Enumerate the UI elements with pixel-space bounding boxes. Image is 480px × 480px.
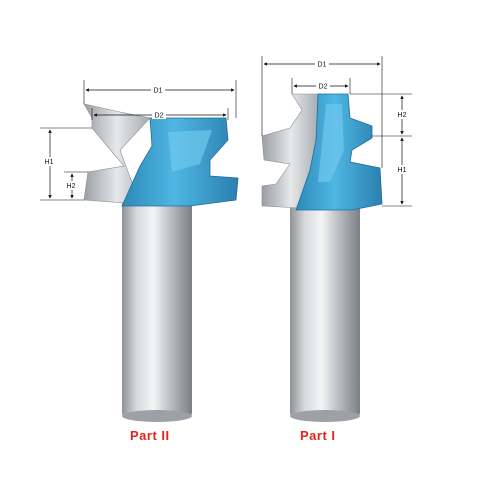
right-h1-label: H1 <box>398 167 407 174</box>
right-d2-label: D2 <box>319 84 328 91</box>
right-part-label: Part I <box>300 428 336 443</box>
left-blue-highlight <box>168 130 212 172</box>
right-shank <box>290 200 360 416</box>
right-router-bit <box>261 93 383 422</box>
right-dimensions: D1 D2 H2 H1 <box>261 56 412 207</box>
left-dimensions: D1 D2 H1 H2 <box>40 80 237 201</box>
right-blue-highlight <box>318 104 344 182</box>
left-h2-label: H2 <box>67 183 76 190</box>
left-d2-label: D2 <box>155 113 164 120</box>
left-part-label: Part II <box>130 428 170 443</box>
right-shank-bottom <box>290 410 360 422</box>
left-shank-bottom <box>122 410 192 422</box>
left-h1-label: H1 <box>45 159 54 166</box>
left-shank <box>122 200 192 416</box>
right-h2-label: H2 <box>398 112 407 119</box>
left-router-bit <box>83 103 239 422</box>
left-d1-label: D1 <box>154 88 163 95</box>
right-d1-label: D1 <box>318 62 327 69</box>
